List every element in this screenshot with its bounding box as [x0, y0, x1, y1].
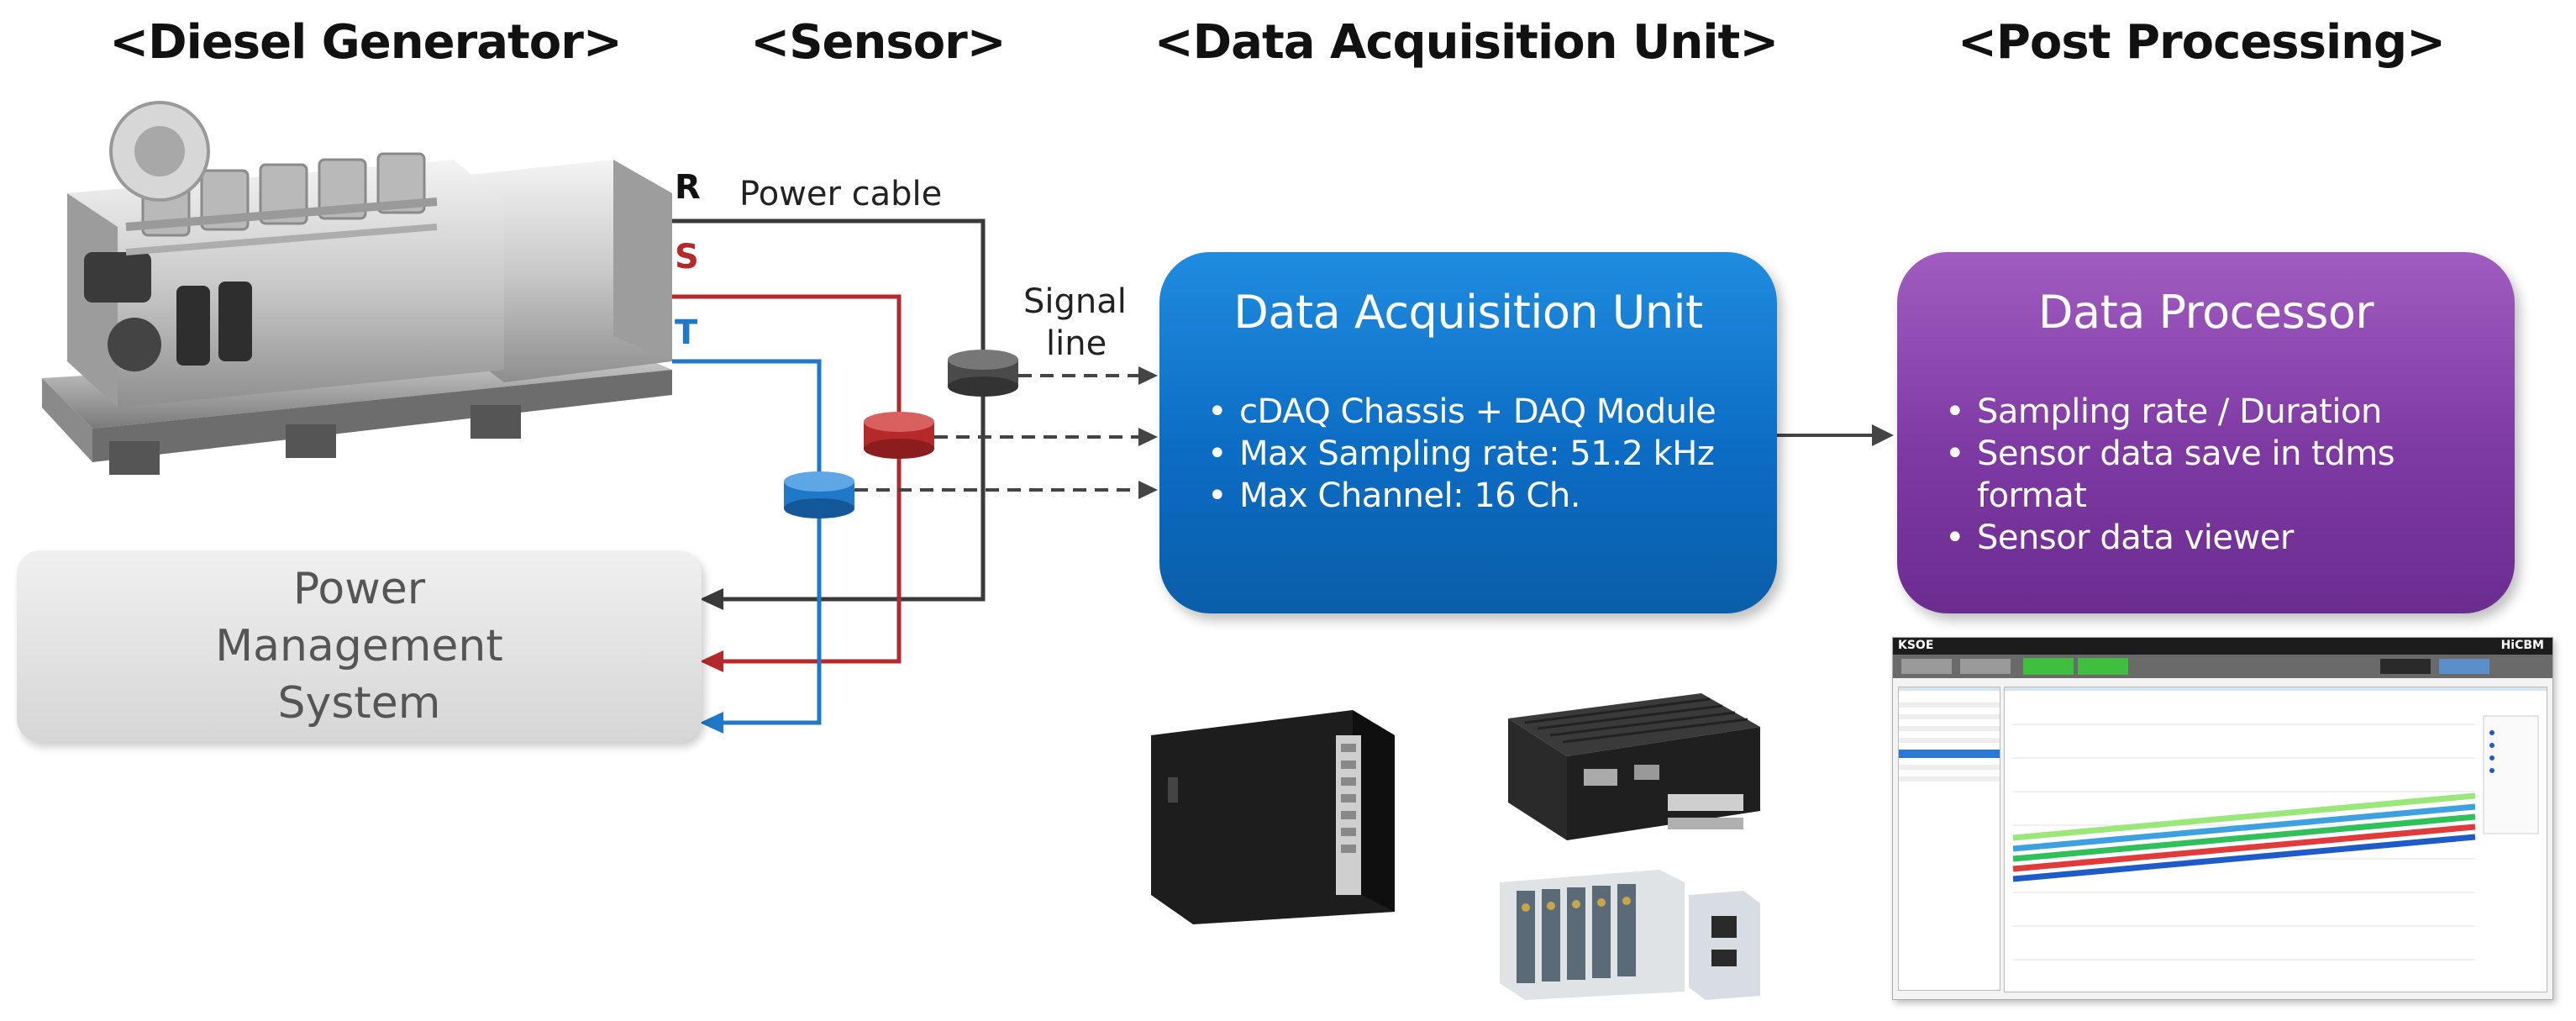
- wire-t: [672, 359, 822, 725]
- phase-t-label: T: [675, 313, 698, 352]
- current-sensor-icon: [948, 350, 1018, 397]
- daq-item: Max Channel: 16 Ch.: [1207, 475, 1716, 517]
- daq-title: Data Acquisition Unit: [1233, 286, 1703, 339]
- pms-line-2: Management: [215, 621, 503, 671]
- daq-chassis-image: [1151, 710, 1395, 924]
- daq-module-image: [1500, 870, 1760, 1000]
- daq-item: cDAQ Chassis + DAQ Module: [1207, 391, 1716, 433]
- signal-line-label-1: Signal: [1023, 282, 1127, 321]
- phase-r-label: R: [675, 168, 701, 207]
- data-acquisition-unit-box: Data Acquisition Unit cDAQ Chassis + DAQ…: [1159, 252, 1777, 613]
- current-sensor-icon: [784, 471, 854, 518]
- pms-line-3: System: [277, 678, 441, 729]
- section-diesel-generator: <Diesel Generator>: [109, 15, 623, 70]
- software-brand-right: HiCBM: [2500, 639, 2544, 652]
- diesel-generator-image: [42, 101, 672, 475]
- dp-item: Sensor data save in tdms: [1945, 433, 2395, 475]
- dp-feature-list: Sampling rate / Duration Sensor data sav…: [1943, 391, 2395, 559]
- software-brand-left: KSOE: [1898, 639, 1934, 652]
- signal-line-label-2: line: [1046, 324, 1107, 363]
- wire-s: [672, 294, 902, 664]
- pms-line-1: Power: [292, 564, 426, 614]
- section-sensor: <Sensor>: [750, 15, 1006, 70]
- section-post-processing: <Post Processing>: [1957, 15, 2446, 70]
- wire-r: [672, 218, 986, 602]
- dp-item: Sampling rate / Duration: [1945, 391, 2395, 433]
- dp-item-cont-text: format: [1977, 476, 2087, 515]
- daq-item: Max Sampling rate: 51.2 kHz: [1207, 433, 1716, 475]
- software-sidebar: [1898, 687, 2000, 991]
- power-management-system-box: Power Management System: [17, 550, 702, 742]
- dp-item: Sensor data viewer: [1945, 517, 2395, 559]
- software-toolbar: [1893, 655, 2552, 678]
- sensor-data-viewer-screenshot: KSOE HiCBM: [1892, 637, 2553, 1000]
- data-processor-box: Data Processor Sampling rate / Duration …: [1897, 252, 2515, 613]
- section-daq: <Data Acquisition Unit>: [1154, 15, 1779, 70]
- dp-item-continuation: format: [1977, 475, 2395, 517]
- software-title-bar: KSOE HiCBM: [1893, 638, 2552, 655]
- software-graph-panel: [2004, 687, 2547, 992]
- phase-s-label: S: [675, 238, 699, 276]
- software-trend-graph: [2012, 715, 2539, 960]
- dp-title: Data Processor: [2037, 286, 2374, 339]
- current-sensor-icon: [864, 412, 934, 459]
- power-cable-label: Power cable: [739, 175, 943, 213]
- daq-feature-list: cDAQ Chassis + DAQ Module Max Sampling r…: [1206, 391, 1716, 517]
- industrial-pc-image: [1508, 693, 1760, 840]
